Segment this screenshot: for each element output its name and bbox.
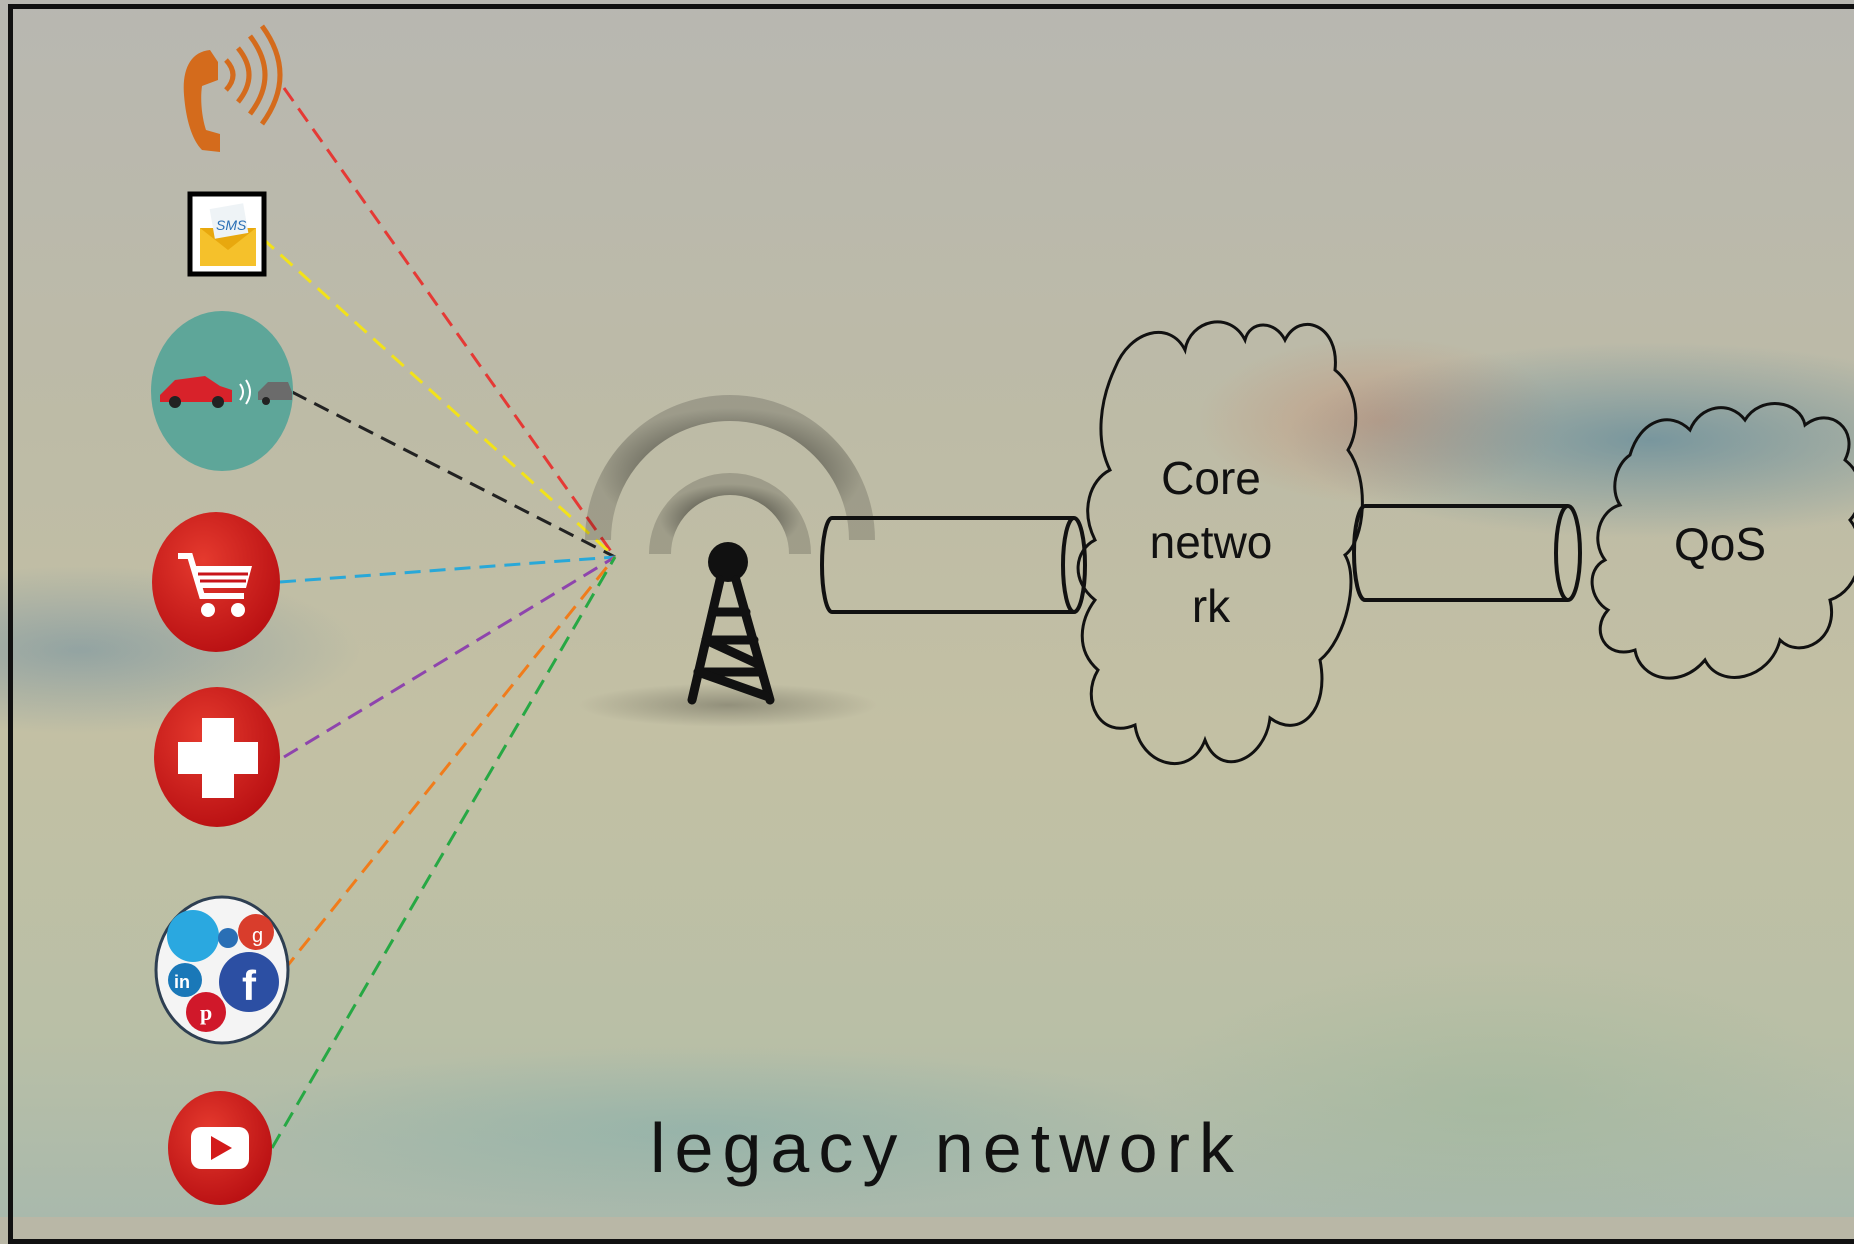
core-network-label-line-1: Core [1161,452,1261,504]
sms-envelope-icon: SMS [187,191,267,277]
phone-icon [183,24,283,152]
diagram-caption: legacy network [650,1109,1243,1187]
line-phone [282,87,617,558]
link-pipe-backhaul [1352,504,1582,602]
connection-lines [260,87,617,1149]
svg-text:f: f [242,962,257,1009]
svg-text:in: in [174,972,190,992]
core-network-cloud [1076,320,1364,766]
line-social [282,556,617,971]
core-network-label: Core netwo rk [1121,446,1301,638]
line-sms [260,236,617,559]
link-pipe-access [820,516,1087,614]
line-health [283,555,616,759]
core-network-label-line-2: netwo [1149,516,1273,568]
social-media-icon: f g in p [154,895,290,1045]
svg-text:g: g [252,925,263,947]
diagram-background: SMS [0,0,1854,1217]
svg-text:p: p [200,1000,212,1025]
core-network-label-line-3: rk [1191,580,1231,632]
line-video [270,556,617,1149]
line-shopping [279,555,616,584]
medical-cross-icon [154,687,280,827]
youtube-icon [168,1091,272,1205]
qos-cloud [1590,402,1854,680]
shopping-cart-icon [152,512,280,652]
car-communication-icon [151,311,293,471]
qos-label: QoS [1673,518,1767,570]
line-vehicle [291,390,616,559]
network-diagram: SMS [151,24,1854,1205]
sms-text: SMS [216,217,247,233]
cell-tower-icon [578,395,878,727]
